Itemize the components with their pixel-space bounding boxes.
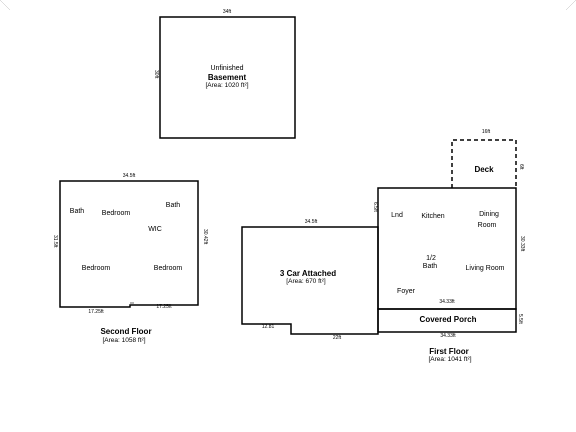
covered-porch-label: Covered Porch: [419, 315, 477, 324]
second-floor-bottom-right-label: 17.25ft: [156, 304, 172, 310]
frame-diagonal-right: [565, 0, 576, 11]
second-floor-title: Second Floor: [100, 327, 152, 336]
first-floor-bottom-label: 34.33ft: [440, 333, 456, 339]
garage-bottom-label: 22ft: [332, 335, 342, 341]
second-floor-bedroom-left: Bedroom: [81, 265, 111, 272]
second-floor-right-label: 30.42ft: [202, 229, 208, 245]
first-floor-side-small-label: 6.5ft: [372, 202, 378, 212]
second-floor-bedroom-top: Bedroom: [101, 210, 131, 217]
second-floor-bedroom-right: Bedroom: [153, 265, 183, 272]
second-floor-left-label: 31.5ft: [52, 235, 58, 248]
basement-room-title: Basement: [207, 73, 247, 82]
first-floor-inner-width-label: 34.33ft: [439, 299, 455, 305]
second-floor-area: [Area: 1058 ft²]: [102, 337, 146, 344]
second-floor-bath-right: Bath: [165, 202, 181, 209]
garage-area: [Area: 670 ft²]: [286, 278, 326, 285]
deck-side-label: 6ft: [518, 164, 524, 170]
first-floor-bath: Bath: [422, 263, 438, 270]
second-floor-bottom-left-label: 17.25ft: [88, 309, 104, 315]
first-floor-dining-room: Room: [477, 222, 497, 229]
first-floor-right-label: 30.33ft: [519, 236, 525, 252]
second-floor-bath-left: Bath: [69, 208, 85, 215]
garage-title: 3 Car Attached: [279, 269, 337, 278]
second-floor-wic: WIC: [148, 226, 162, 233]
garage-width-label: 34.5ft: [304, 219, 318, 225]
covered-porch-outline: [377, 308, 517, 333]
basement-width-label: 34ft: [222, 9, 232, 15]
basement-room-name: Unfinished: [210, 65, 244, 72]
deck-outline: [451, 139, 517, 188]
first-floor-dining: Dining: [479, 211, 499, 218]
second-floor-width-label: 34.5ft: [122, 173, 136, 179]
basement-height-label: 30ft: [153, 70, 159, 79]
deck-width-label: 16ft: [481, 129, 491, 135]
garage-bottom-small-label: 12.81: [261, 324, 275, 330]
basement-area: [Area: 1020 ft²]: [205, 82, 249, 89]
covered-porch-side-label: 5.5ft: [517, 314, 523, 324]
deck-name: Deck: [474, 165, 494, 174]
first-floor-half: 1/2: [426, 255, 436, 262]
frame-diagonal-left: [0, 0, 11, 11]
first-floor-title: First Floor: [429, 347, 469, 356]
second-floor-outline: [59, 180, 199, 308]
first-floor-foyer: Foyer: [397, 288, 415, 295]
first-floor-area: [Area: 1041 ft²]: [428, 356, 472, 363]
first-floor-lnd: Lnd: [391, 212, 403, 219]
basement-outline: [159, 16, 296, 139]
first-floor-kitchen: Kitchen: [421, 213, 445, 220]
first-floor-living: Living Room: [465, 265, 505, 272]
